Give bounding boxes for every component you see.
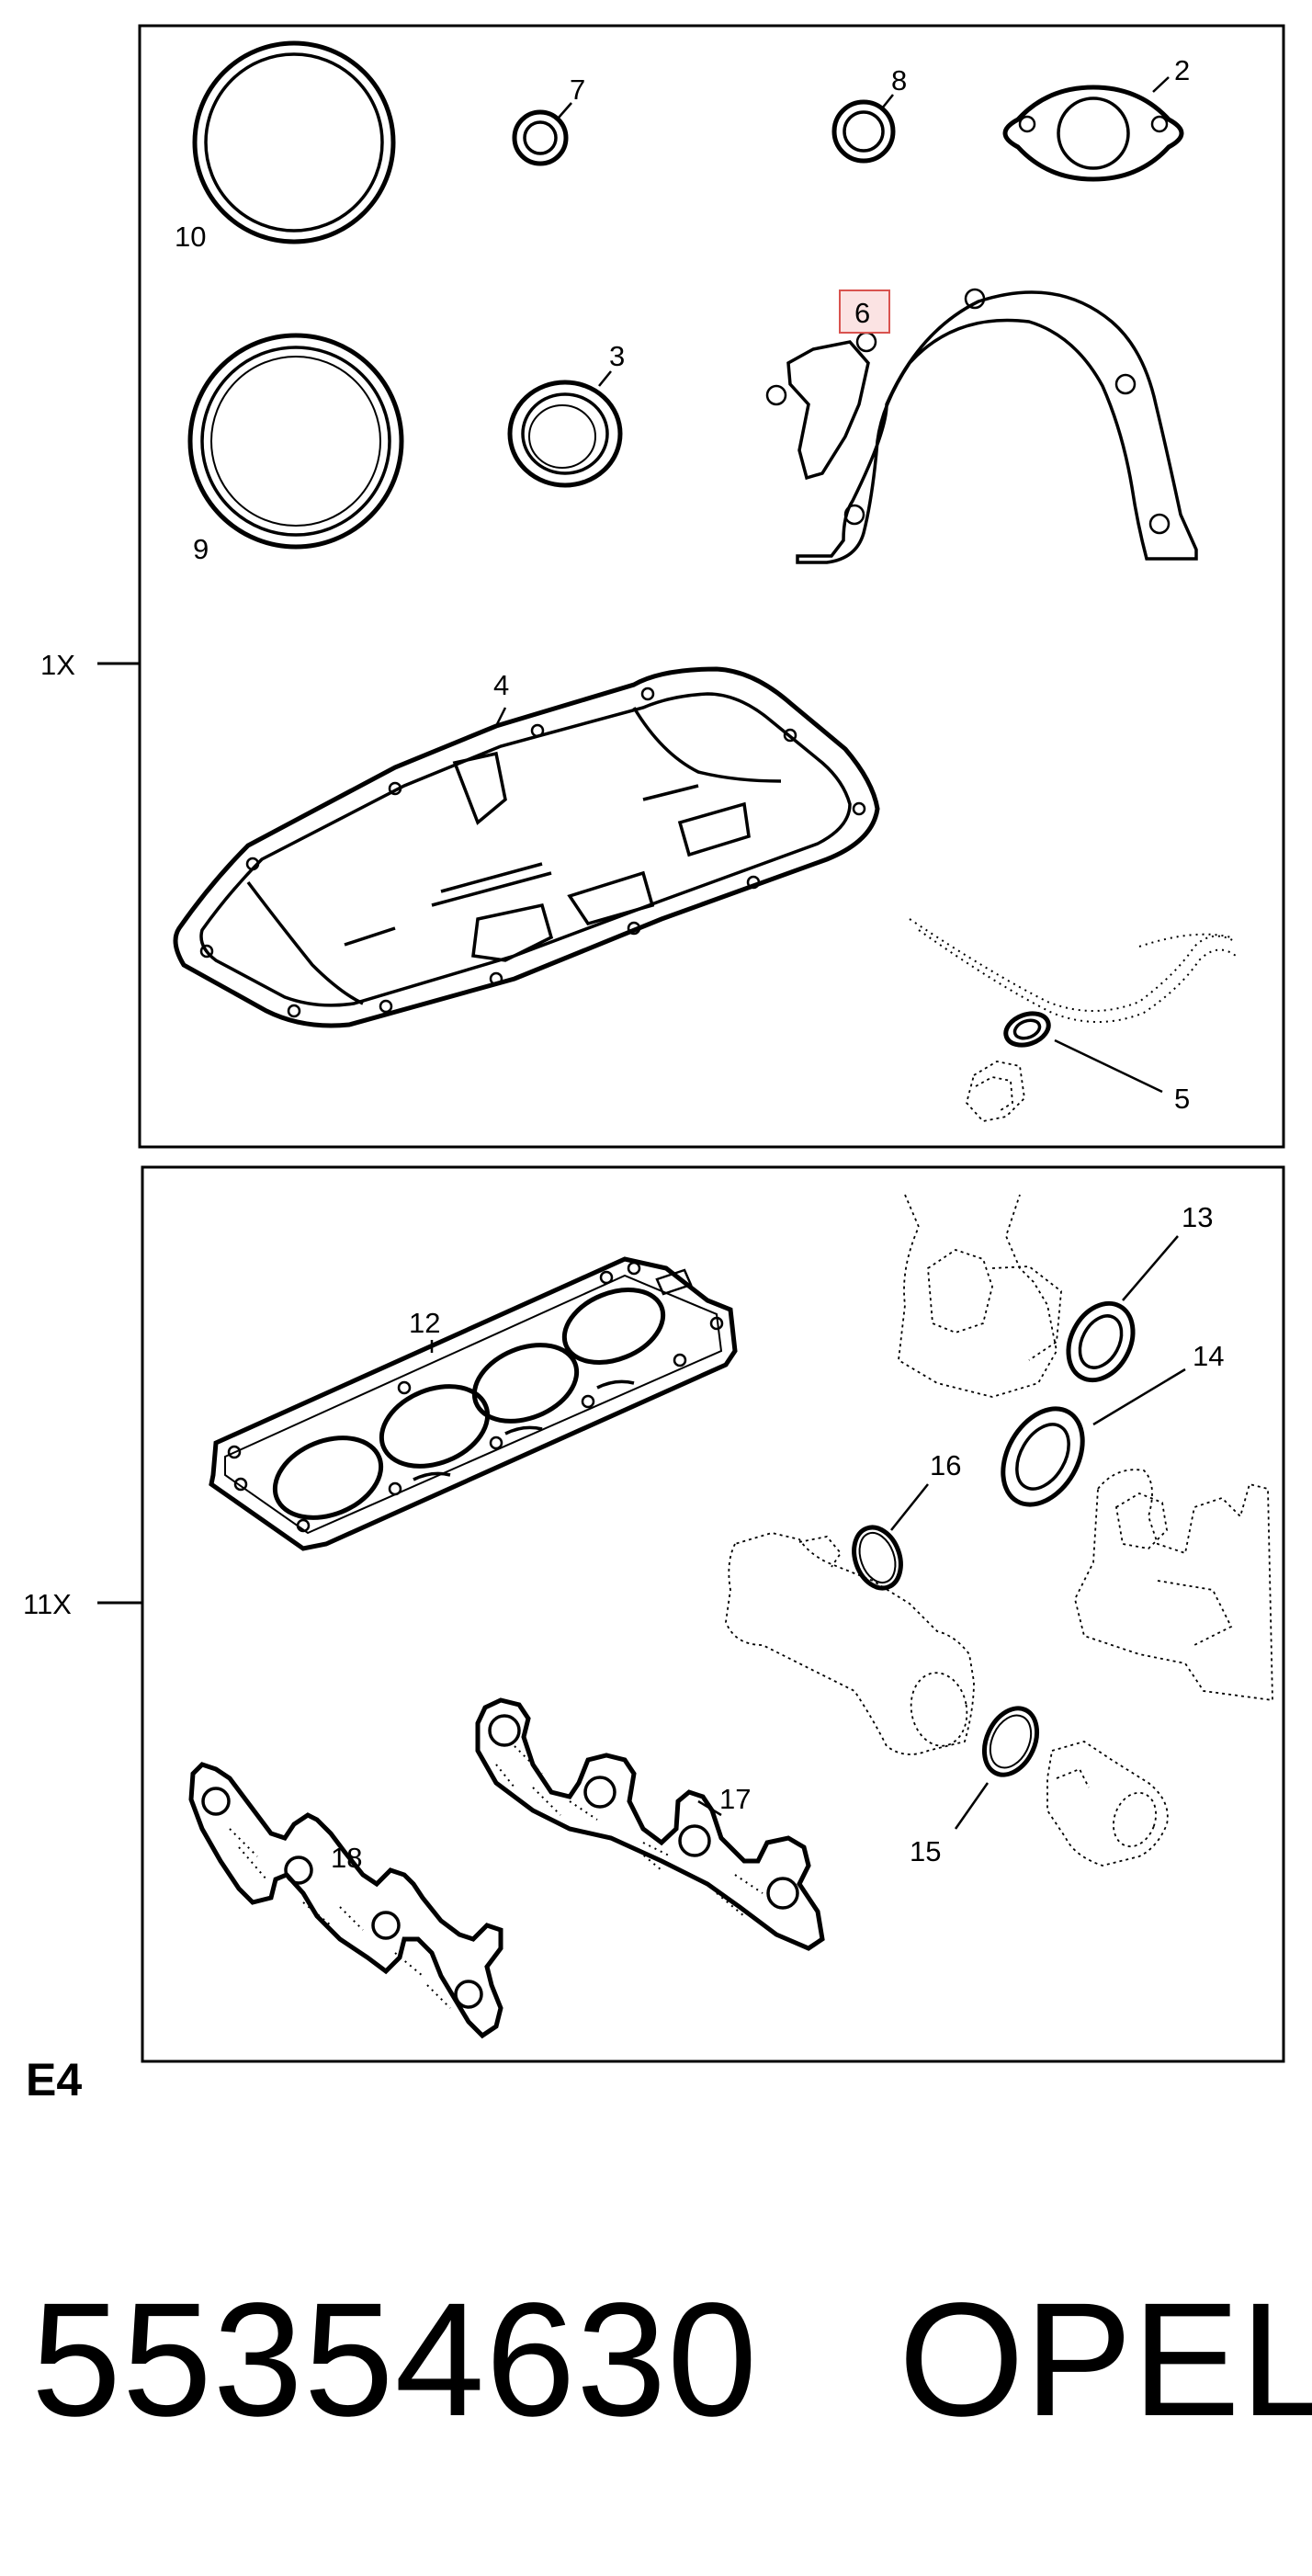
part-12-head-gasket — [209, 1256, 738, 1551]
part-16-oring — [725, 1483, 975, 1755]
part-label-10: 10 — [175, 221, 206, 253]
part-label-4: 4 — [493, 669, 509, 701]
part-label-8: 8 — [891, 64, 907, 96]
part-3-shaft-seal — [507, 370, 623, 488]
part-label-15: 15 — [910, 1835, 941, 1867]
brand-name: OPEL — [899, 2270, 1312, 2450]
part-label-16: 16 — [930, 1449, 961, 1481]
section-code: E4 — [26, 2054, 83, 2105]
part-9-seal-ring — [187, 333, 404, 550]
part-number: 55354630 — [31, 2270, 759, 2450]
part-6-highlight-box — [839, 289, 890, 334]
part-label-14: 14 — [1193, 1340, 1224, 1372]
part-10-oring — [192, 40, 396, 244]
part-label-2: 2 — [1174, 54, 1190, 86]
part-6-cover-gasket — [765, 288, 1198, 564]
part-label-5: 5 — [1174, 1083, 1190, 1115]
part-5-drain-washer — [909, 918, 1237, 1122]
group-lower-quantity: 11X — [23, 1588, 72, 1620]
part-label-18: 18 — [331, 1842, 362, 1874]
part-17-manifold-gasket — [475, 1697, 825, 1951]
part-label-7: 7 — [570, 74, 585, 106]
group-upper-quantity: 1X — [40, 649, 75, 681]
part-15-oring — [954, 1706, 1169, 1867]
part-2-flange-gasket — [1002, 76, 1184, 182]
part-14-seal — [1001, 1367, 1273, 1702]
part-7-oring — [512, 102, 572, 166]
part-8-oring — [831, 94, 896, 164]
part-label-3: 3 — [609, 340, 625, 372]
part-4-oil-pan-gasket — [173, 666, 880, 1028]
upper-panel: 1X 10 7 8 2 — [40, 24, 1285, 1149]
part-18-manifold-gasket — [188, 1762, 503, 2039]
part-label-13: 13 — [1182, 1201, 1213, 1233]
part-13-seal — [898, 1194, 1179, 1398]
part-label-17: 17 — [719, 1783, 751, 1815]
part-label-12: 12 — [409, 1307, 440, 1339]
lower-panel: 11X 12 — [23, 1165, 1285, 2063]
part-label-9: 9 — [193, 533, 209, 565]
part-label-6: 6 — [854, 297, 870, 329]
